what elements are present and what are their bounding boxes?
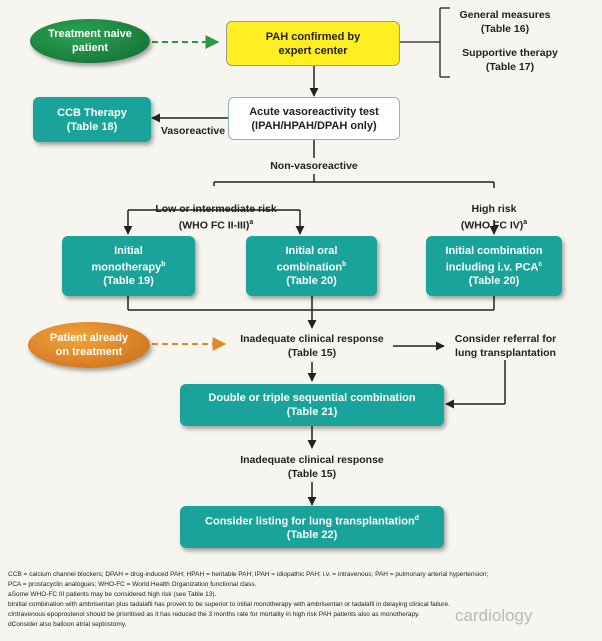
treatment-naive-node: Treatment naive patient xyxy=(30,19,150,63)
iv-combination-text: Initial combination including i.v. PCA xyxy=(445,244,543,274)
oral-combination-footnote-mark: b xyxy=(342,260,347,268)
footnote-abbreviations-1: CCB = calcium channel blockers; DPAH = d… xyxy=(8,571,489,578)
footnote-a: aSome WHO-FC III patients may be conside… xyxy=(8,591,217,598)
oral-combination-table-ref: (Table 20) xyxy=(286,275,337,288)
footnote-d: dConsider also balloon atrial septostomy… xyxy=(8,621,127,628)
inadequate-response-1-label: Inadequate clinical response (Table 15) xyxy=(240,333,384,359)
listing-text: Consider listing for lung transplantatio… xyxy=(205,515,415,528)
vasoreactivity-test-node: Acute vasoreactivity test (IPAH/HPAH/DPA… xyxy=(228,97,400,140)
iv-combination-footnote-mark: c xyxy=(538,260,543,268)
footnote-c: cIntravenous epoprostenol should be prio… xyxy=(8,611,420,618)
vasoreactive-label: Vasoreactive xyxy=(160,125,226,137)
oral-combination-text: Initial oral combination xyxy=(276,244,343,274)
listing-footnote-mark: d xyxy=(414,514,419,522)
high-risk-text: High risk (WHO FC IV) xyxy=(460,203,524,232)
monotherapy-table-ref: (Table 19) xyxy=(103,275,154,288)
pah-confirmed-node: PAH confirmed by expert center xyxy=(226,21,400,66)
supportive-therapy-label: Supportive therapy (Table 17) xyxy=(462,47,558,73)
inadequate-response-2-label: Inadequate clinical response (Table 15) xyxy=(240,454,384,480)
high-risk-label: High risk (WHO FC IV)a xyxy=(448,188,540,233)
high-risk-footnote-mark: a xyxy=(523,219,528,226)
double-triple-combination-node: Double or triple sequential combination … xyxy=(180,384,444,426)
footnote-abbreviations-2: PCA = prostacyclin analogues; WHO-FC = W… xyxy=(8,581,257,588)
initial-monotherapy-node: Initial monotherapyb (Table 19) xyxy=(62,236,195,296)
low-risk-label: Low or intermediate risk (WHO FC II-III)… xyxy=(136,188,296,233)
watermark-text: cardiology xyxy=(455,606,533,625)
low-risk-text: Low or intermediate risk (WHO FC II-III) xyxy=(155,203,277,232)
ccb-therapy-node: CCB Therapy (Table 18) xyxy=(33,97,151,142)
consider-listing-node: Consider listing for lung transplantatio… xyxy=(180,506,444,548)
low-risk-footnote-mark: a xyxy=(249,219,254,226)
footnote-b: bInitial combination with ambrisentan pl… xyxy=(8,601,450,608)
general-measures-label: General measures (Table 16) xyxy=(459,9,551,35)
patient-already-on-treatment-node: Patient already on treatment xyxy=(28,322,150,368)
iv-combination-table-ref: (Table 20) xyxy=(468,275,520,288)
non-vasoreactive-label: Non-vasoreactive xyxy=(270,160,358,172)
consider-referral-label: Consider referral for lung transplantati… xyxy=(454,333,557,359)
initial-oral-combination-node: Initial oral combinationb (Table 20) xyxy=(246,236,377,296)
listing-table-ref: (Table 22) xyxy=(286,529,338,542)
monotherapy-footnote-mark: b xyxy=(161,260,166,268)
initial-iv-combination-node: Initial combination including i.v. PCAc … xyxy=(426,236,562,296)
monotherapy-text: Initial monotherapy xyxy=(91,244,162,274)
